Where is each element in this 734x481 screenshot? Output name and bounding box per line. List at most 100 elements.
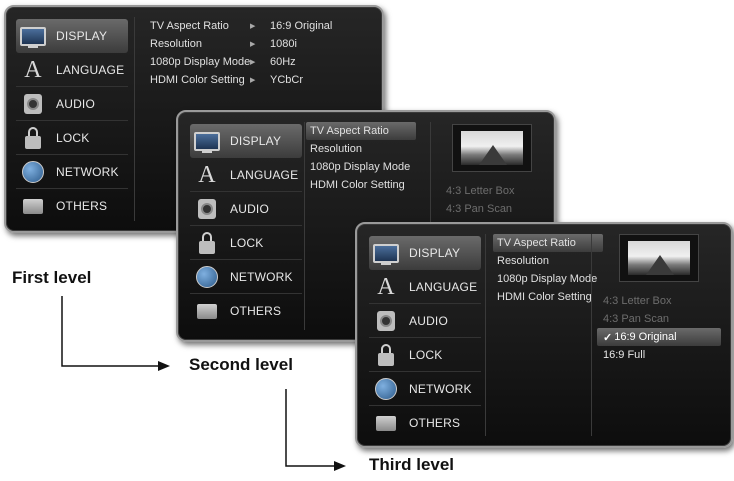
panel-divider [591,234,592,436]
panel-divider [134,17,135,221]
menu-item-label: DISPLAY [230,134,282,148]
menu-item-language[interactable]: A LANGUAGE [190,158,302,192]
display-settings-list: TV Aspect Ratio Resolution 1080p Display… [493,234,603,306]
option-label: 16:9 Full [603,349,646,361]
setting-hdmi-color[interactable]: HDMI Color Setting [493,288,603,306]
menu-item-label: OTHERS [230,304,282,318]
menu-item-audio[interactable]: AUDIO [190,192,302,226]
speaker-icon [377,310,395,331]
menu-item-lock[interactable]: LOCK [369,338,481,372]
menu-item-label: NETWORK [409,381,472,396]
setting-tv-aspect-ratio[interactable]: TV Aspect Ratio ▶ 16:9 Original [146,17,332,35]
setting-label: TV Aspect Ratio [310,125,389,137]
speaker-icon [198,198,216,219]
menu-item-label: DISPLAY [409,246,461,260]
setting-label: 1080p Display Mode [310,161,411,173]
display-settings-list: TV Aspect Ratio Resolution 1080p Display… [306,122,416,194]
option-label: 4:3 Letter Box [446,185,515,197]
setting-label: HDMI Color Setting [150,74,245,86]
box-icon [376,415,396,431]
caption-first-level: First level [12,268,92,287]
panel-divider [304,122,305,330]
display-settings-list: TV Aspect Ratio ▶ 16:9 Original Resoluti… [146,17,332,89]
box-icon [197,303,217,319]
main-menu: DISPLAY A LANGUAGE AUDIO LOCK NETWORK OT… [16,19,128,223]
setting-value: 60Hz [270,56,296,68]
tv-icon [20,26,46,48]
main-menu: DISPLAY A LANGUAGE AUDIO LOCK NETWORK OT… [369,236,481,440]
setting-label: 1080p Display Mode [150,56,251,68]
menu-item-language[interactable]: A LANGUAGE [16,53,128,87]
menu-item-audio[interactable]: AUDIO [16,87,128,121]
aspect-options-list: 4:3 Letter Box 4:3 Pan Scan ✓ 16:9 Origi… [597,234,721,364]
option-4-3-pan-scan[interactable]: 4:3 Pan Scan [597,310,721,328]
setting-label: Resolution [497,255,549,267]
menu-item-audio[interactable]: AUDIO [369,304,481,338]
speaker-icon [24,93,42,114]
menu-item-others[interactable]: OTHERS [369,406,481,440]
option-16-9-original[interactable]: ✓ 16:9 Original [597,328,721,346]
setting-tv-aspect-ratio[interactable]: TV Aspect Ratio [306,122,416,140]
setting-label: 1080p Display Mode [497,273,598,285]
menu-item-network[interactable]: NETWORK [190,260,302,294]
menu-item-network[interactable]: NETWORK [16,155,128,189]
setting-value: YCbCr [270,74,304,86]
aspect-preview-image [619,234,699,282]
setting-resolution[interactable]: Resolution [493,252,603,270]
option-label: 4:3 Pan Scan [603,313,670,325]
setting-resolution[interactable]: Resolution [306,140,416,158]
option-4-3-letter-box[interactable]: 4:3 Letter Box [440,182,544,200]
menu-item-display[interactable]: DISPLAY [369,236,481,270]
box-icon [23,198,43,214]
lock-icon [199,231,215,254]
language-icon: A [377,273,395,300]
menu-item-lock[interactable]: LOCK [16,121,128,155]
setting-hdmi-color[interactable]: HDMI Color Setting ▶ YCbCr [146,71,332,89]
lock-icon [25,126,41,149]
menu-item-label: LANGUAGE [409,279,478,294]
option-label: 4:3 Letter Box [603,295,672,307]
panel-divider [485,234,486,436]
menu-item-display[interactable]: DISPLAY [16,19,128,53]
arrow-right-icon: ▶ [250,59,256,66]
menu-item-label: LOCK [230,235,264,250]
menu-item-network[interactable]: NETWORK [369,372,481,406]
caption-second-level: Second level [189,355,293,374]
main-menu: DISPLAY A LANGUAGE AUDIO LOCK NETWORK OT… [190,124,302,328]
menu-item-display[interactable]: DISPLAY [190,124,302,158]
setting-label: HDMI Color Setting [497,291,592,303]
menu-item-label: LANGUAGE [230,167,299,182]
lock-icon [378,343,394,366]
option-4-3-pan-scan[interactable]: 4:3 Pan Scan [440,200,544,218]
setting-label: TV Aspect Ratio [150,20,229,32]
globe-icon [22,160,44,183]
check-icon: ✓ [603,331,613,344]
arrow-right-icon: ▶ [250,41,256,48]
setting-1080p-display-mode[interactable]: 1080p Display Mode [306,158,416,176]
setting-label: Resolution [150,38,202,50]
menu-item-lock[interactable]: LOCK [190,226,302,260]
menu-item-label: AUDIO [56,96,96,111]
tv-icon [194,131,220,153]
menu-item-label: DISPLAY [56,29,108,43]
menu-item-others[interactable]: OTHERS [190,294,302,328]
menu-item-language[interactable]: A LANGUAGE [369,270,481,304]
menu-item-others[interactable]: OTHERS [16,189,128,223]
setting-hdmi-color[interactable]: HDMI Color Setting [306,176,416,194]
language-icon: A [198,161,216,188]
menu-item-label: OTHERS [56,199,108,213]
setting-label: TV Aspect Ratio [497,237,576,249]
menu-item-label: AUDIO [230,201,270,216]
menu-item-label: NETWORK [56,164,119,179]
setting-resolution[interactable]: Resolution ▶ 1080i [146,35,332,53]
setting-tv-aspect-ratio[interactable]: TV Aspect Ratio [493,234,603,252]
setting-value: 16:9 Original [270,20,333,32]
arrow-right-icon: ▶ [250,77,256,84]
option-4-3-letter-box[interactable]: 4:3 Letter Box [597,292,721,310]
option-16-9-full[interactable]: 16:9 Full [597,346,721,364]
globe-icon [196,265,218,288]
setting-value: 1080i [270,38,297,50]
setting-1080p-display-mode[interactable]: 1080p Display Mode [493,270,603,288]
setting-1080p-display-mode[interactable]: 1080p Display Mode ▶ 60Hz [146,53,332,71]
